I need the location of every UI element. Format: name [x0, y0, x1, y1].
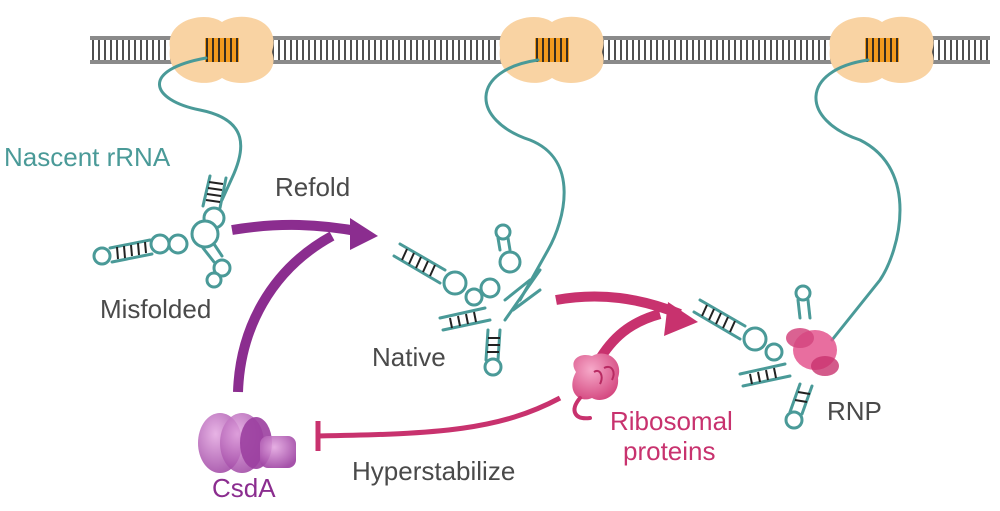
rnp-label: RNP [827, 396, 882, 426]
ribosomal-proteins-label-line2: proteins [623, 436, 716, 466]
hyperstabilize-inhibition [315, 395, 562, 451]
native-rna [392, 58, 566, 377]
rnp-complex [692, 58, 902, 430]
rna-polymerase-2 [499, 16, 604, 83]
hyperstabilize-label: Hyperstabilize [352, 456, 515, 486]
ribosomal-proteins-label-line1: Ribosomal [610, 406, 733, 436]
misfolded-rna [92, 56, 243, 289]
refold-label: Refold [275, 172, 350, 202]
rna-polymerase-1 [169, 16, 274, 83]
ribosomal-protein [572, 353, 620, 421]
nascent-rrna-label: Nascent rRNA [4, 142, 171, 172]
csda-protein [198, 413, 296, 473]
misfolded-label: Misfolded [100, 294, 211, 324]
native-label: Native [372, 342, 446, 372]
assembly-arrow [555, 291, 698, 365]
refold-arrow [231, 218, 378, 393]
rna-polymerase-3 [829, 16, 934, 83]
csda-label: CsdA [212, 473, 276, 503]
